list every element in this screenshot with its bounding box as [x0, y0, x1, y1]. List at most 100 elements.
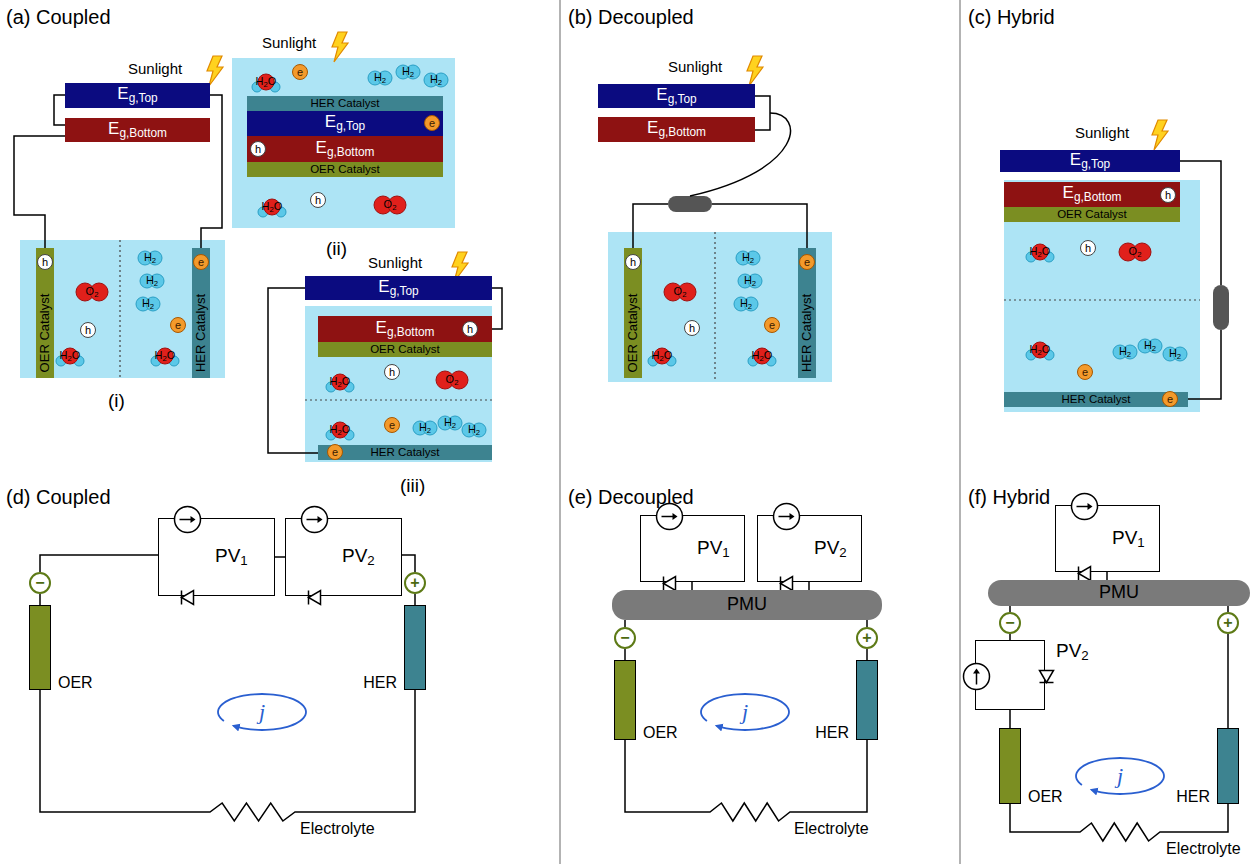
molecule-label: H2: [742, 251, 754, 266]
membrane-divider: [714, 232, 715, 382]
label-text: (b) Decoupled: [568, 6, 694, 29]
node-text: h: [315, 194, 321, 206]
current-source-symbol: [1071, 493, 1097, 519]
hole-carrier: h: [384, 364, 400, 380]
wire: [1188, 330, 1221, 399]
node-text: h: [1085, 242, 1091, 254]
pv-cell-symbol: PV2: [285, 518, 402, 596]
node-text: HER: [363, 674, 397, 692]
node-text: Eg,Bottom: [647, 119, 706, 139]
node-text: Eg,Bottom: [376, 319, 435, 339]
wire: [712, 204, 807, 248]
node-text: OER Catalyst: [370, 343, 440, 356]
molecule-symbol: [438, 416, 462, 430]
node-text: +: [410, 574, 419, 592]
top-absorber-bar: Eg,Top: [598, 84, 755, 108]
electron-carrier: e: [384, 417, 400, 433]
electron-carrier: e: [170, 317, 186, 333]
wire: [268, 288, 318, 453]
oer-electrode: OER: [29, 605, 51, 690]
label-text: (e) Decoupled: [568, 486, 694, 509]
pv-symbol: [975, 640, 1048, 713]
molecule-symbol: [1026, 342, 1054, 360]
molecule-label: O2: [1129, 245, 1142, 260]
molecule-label: H2: [444, 416, 456, 431]
node-text: PMU: [1099, 583, 1139, 603]
panel-separator: [959, 0, 961, 864]
molecule-label: H2O: [1030, 343, 1051, 358]
bottom-absorber-bar: Eg,Bottom: [65, 118, 210, 142]
node-text: OER: [643, 724, 678, 742]
molecule-label: H2: [144, 251, 156, 266]
terminal-symbol: −: [29, 572, 51, 594]
pv-cell-symbol: PV2: [975, 640, 1045, 710]
node-text: h: [1165, 189, 1171, 201]
molecule-label: H2: [374, 71, 386, 86]
molecule-label: H2O: [752, 349, 773, 364]
node-text: h: [467, 323, 473, 335]
hole-carrier: h: [250, 141, 266, 157]
node-text: e: [389, 419, 395, 431]
her-electrode: HER: [856, 660, 878, 740]
molecule-label: H2: [142, 297, 154, 312]
hole-carrier: h: [625, 254, 641, 270]
oer-electrode: OER: [999, 728, 1021, 804]
label-text: Sunlight: [128, 60, 182, 77]
node-text: HER Catalyst: [800, 294, 814, 372]
diode-symbol: [308, 590, 320, 604]
molecule-symbol: [1138, 339, 1162, 353]
label-text: Sunlight: [668, 58, 722, 75]
node-text: PV1: [697, 537, 730, 560]
sunlight-bolt: [747, 56, 763, 86]
molecule-symbol: [748, 348, 776, 366]
membrane-divider: [1004, 299, 1200, 300]
molecule-label: H2O: [1030, 245, 1051, 260]
wire: [866, 649, 868, 660]
molecule-label: H2O: [155, 349, 176, 364]
pv-symbol: [757, 515, 865, 585]
pv-cell-symbol: PV1: [1055, 505, 1160, 572]
node-text: HER Catalyst: [194, 294, 208, 372]
wire: [624, 649, 626, 660]
molecule-label: H2: [419, 421, 431, 436]
wire: [54, 95, 65, 125]
terminal-symbol: −: [614, 627, 636, 649]
node-text: Eg,Top: [378, 278, 418, 298]
terminal-symbol: +: [1217, 612, 1239, 634]
node-text: OER Catalyst: [310, 163, 380, 176]
top-absorber-bar: Eg,Top: [1000, 150, 1180, 172]
bottom-absorber-bar: hEg,Bottom: [247, 136, 443, 162]
label-text: (c) Hybrid: [968, 6, 1055, 29]
current-label: j: [1117, 763, 1123, 788]
diode-symbol: [663, 576, 675, 590]
her-catalyst-layer: HER Catalyst: [247, 96, 443, 111]
molecule-symbol: [151, 348, 179, 366]
molecule-symbol: [138, 251, 162, 265]
label-text: (i): [108, 390, 125, 412]
molecule-symbol: [252, 74, 280, 92]
hole-carrier: h: [37, 254, 53, 270]
molecule-symbol: [396, 65, 420, 79]
pmu-symbol: [668, 196, 712, 212]
top-absorber-bar: Eg,Top: [305, 276, 492, 300]
label-text: (ii): [326, 238, 347, 260]
current-label: j: [742, 699, 748, 724]
wire: [633, 204, 668, 248]
terminal-symbol: −: [999, 612, 1021, 634]
her-catalyst-layer: eHER Catalyst: [192, 248, 210, 378]
label-text: (f) Hybrid: [968, 486, 1050, 509]
node-text: OER Catalyst: [626, 293, 640, 372]
molecule-symbol: [734, 297, 758, 311]
molecule-label: H2O: [256, 75, 277, 90]
node-text: Eg,Bottom: [108, 120, 167, 140]
wire: [1010, 804, 1228, 841]
node-text: PV2: [342, 546, 375, 569]
node-text: Eg,Top: [1070, 151, 1110, 171]
node-text: OER: [1028, 788, 1063, 806]
molecule-label: H2: [430, 73, 442, 88]
wire: [1009, 710, 1011, 728]
oer-catalyst-layer: hOER Catalyst: [36, 248, 54, 378]
node-text: +: [862, 629, 871, 647]
electrolyte-cell: [1004, 180, 1200, 412]
molecule-symbol: [56, 348, 84, 366]
